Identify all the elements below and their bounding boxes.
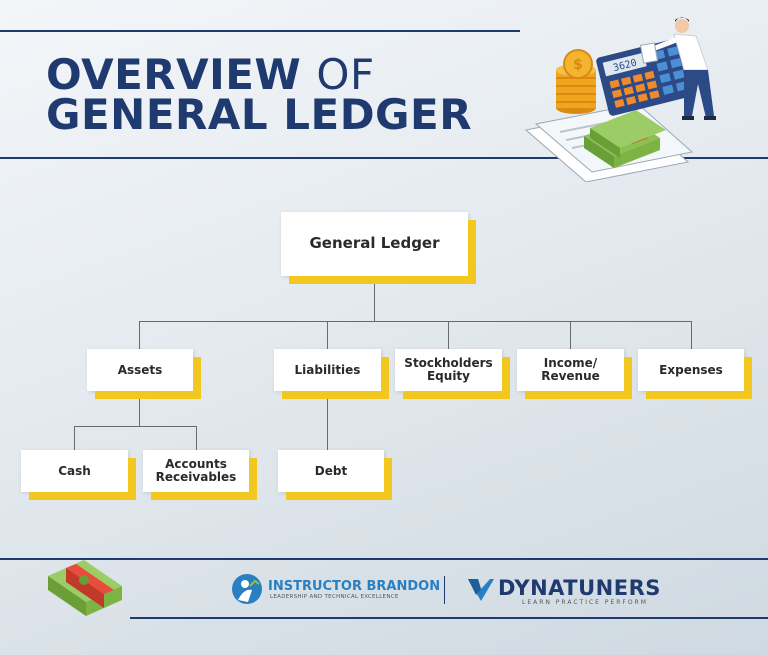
connector-liabilities-down	[327, 391, 328, 450]
connector-expenses-up	[691, 321, 692, 349]
accounting-illustration: $ 3620	[524, 17, 716, 182]
dynatuners-logo-icon	[468, 579, 494, 601]
node-assets: Assets	[87, 349, 193, 391]
money-stack-icon	[584, 110, 666, 168]
header-bottom-rule	[0, 157, 768, 159]
connector-assets-up	[139, 321, 140, 349]
brand2-name: DYNATUNERS	[498, 576, 661, 600]
node-cash: Cash	[21, 450, 128, 492]
connector-assets-down	[139, 391, 140, 426]
connector-income-up	[570, 321, 571, 349]
connector-equity-up	[448, 321, 449, 349]
brand1-name: INSTRUCTOR BRANDON	[268, 579, 441, 594]
footer-bottom-rule	[130, 617, 768, 619]
node-debt: Debt	[278, 450, 384, 492]
connector-receivables-up	[196, 426, 197, 450]
connector-liabilities-up	[327, 321, 328, 349]
node-general-ledger: General Ledger	[281, 212, 468, 276]
connector-level1-bus	[139, 321, 692, 322]
node-income-line1: Income/	[543, 356, 598, 371]
connector-root-down	[374, 276, 375, 321]
footer-money-stack-icon	[48, 560, 122, 616]
node-receivables-line1: Accounts	[165, 457, 227, 472]
header-top-rule	[0, 30, 520, 32]
instructor-brandon-logo-icon	[232, 574, 262, 604]
node-liabilities: Liabilities	[274, 349, 381, 391]
page-title-line2: GENERAL LEDGER	[46, 90, 473, 139]
node-receivables-line2: Receivables	[155, 470, 237, 484]
svg-text:$: $	[573, 57, 583, 73]
businessman-icon	[639, 17, 716, 120]
connector-assets-bus	[74, 426, 197, 427]
footer-divider	[444, 576, 445, 604]
node-expenses: Expenses	[638, 349, 744, 391]
node-income-line2: Revenue	[541, 369, 600, 383]
brand1-tagline: LEADERSHIP AND TECHNICAL EXCELLENCE	[270, 594, 399, 600]
calculator-icon: 3620	[596, 37, 695, 116]
coin-stack-icon: $	[556, 49, 596, 114]
node-stockholders-equity: Stockholders Equity	[395, 349, 502, 391]
footer-top-rule	[0, 558, 768, 560]
title-thin-word: OF	[316, 50, 375, 99]
title-bold-word: OVERVIEW	[46, 50, 302, 99]
node-income-revenue: Income/ Revenue	[517, 349, 624, 391]
brand2-tagline: LEARN PRACTICE PERFORM	[522, 599, 648, 606]
page-title-line1: OVERVIEW OF	[46, 54, 375, 96]
node-accounts-receivables: Accounts Receivables	[143, 450, 249, 492]
connector-cash-up	[74, 426, 75, 450]
node-stockholders-equity-line2: Equity	[426, 369, 470, 383]
node-stockholders-equity-line1: Stockholders	[404, 356, 493, 371]
